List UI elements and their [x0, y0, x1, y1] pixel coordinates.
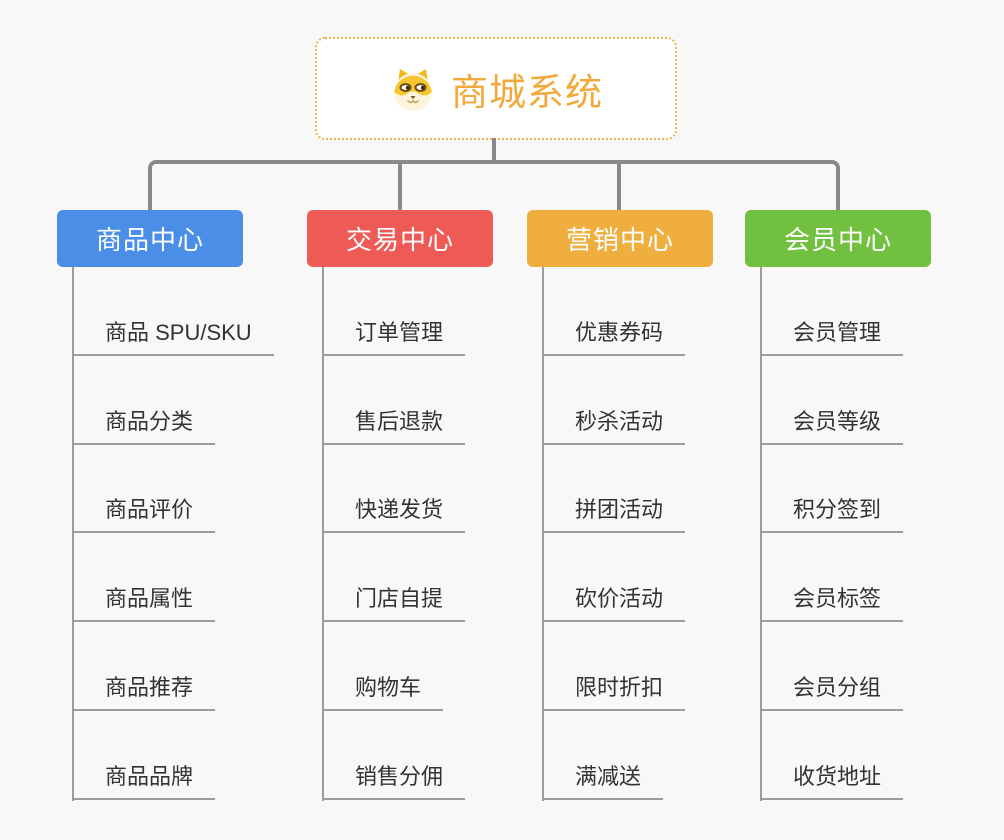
root-node-title: 商城系统 [451, 71, 603, 113]
leaf-node-coupon-code[interactable]: 优惠券码 [542, 320, 686, 356]
leaf-node-member-management[interactable]: 会员管理 [760, 320, 904, 356]
branch-node-member-center[interactable]: 会员中心 [745, 210, 931, 267]
root-node-mall-system[interactable]: 商城系统 [315, 37, 677, 140]
leaf-node-product-review[interactable]: 商品评价 [72, 497, 216, 533]
leaf-node-member-tag[interactable]: 会员标签 [760, 586, 904, 622]
leaf-node-group-buy[interactable]: 拼团活动 [542, 497, 686, 533]
leaf-node-limited-discount[interactable]: 限时折扣 [542, 675, 686, 711]
leaf-node-product-recommend[interactable]: 商品推荐 [72, 675, 216, 711]
leaf-node-product-attribute[interactable]: 商品属性 [72, 586, 216, 622]
leaf-node-sales-commission[interactable]: 销售分佣 [322, 764, 466, 800]
connector-root-drop [492, 138, 496, 164]
connector-elbow-left [148, 160, 494, 210]
connector-drop-market [617, 164, 621, 210]
leaf-node-product-spu-sku[interactable]: 商品 SPU/SKU [72, 320, 274, 356]
leaf-node-order-management[interactable]: 订单管理 [322, 320, 466, 356]
branch-spine [760, 267, 762, 801]
leaf-node-store-pickup[interactable]: 门店自提 [322, 586, 466, 622]
branch-spine [542, 267, 544, 801]
branch-node-trade-center[interactable]: 交易中心 [307, 210, 493, 267]
leaf-node-product-category[interactable]: 商品分类 [72, 409, 216, 445]
connector-elbow-right [494, 160, 840, 210]
connector-drop-trade [398, 164, 402, 210]
branch-spine [322, 267, 324, 801]
leaf-node-express-delivery[interactable]: 快递发货 [322, 497, 466, 533]
branch-node-product-center[interactable]: 商品中心 [57, 210, 243, 267]
leaf-node-points-checkin[interactable]: 积分签到 [760, 497, 904, 533]
leaf-node-member-group[interactable]: 会员分组 [760, 675, 904, 711]
leaf-node-shopping-cart[interactable]: 购物车 [322, 675, 444, 711]
leaf-node-full-reduction[interactable]: 满减送 [542, 764, 664, 800]
leaf-node-aftersale-refund[interactable]: 售后退款 [322, 409, 466, 445]
leaf-node-flash-sale[interactable]: 秒杀活动 [542, 409, 686, 445]
leaf-node-shipping-address[interactable]: 收货地址 [760, 764, 904, 800]
shiba-dog-icon [394, 68, 432, 111]
leaf-node-bargain-activity[interactable]: 砍价活动 [542, 586, 686, 622]
branch-spine [72, 267, 74, 801]
branch-node-marketing-center[interactable]: 营销中心 [527, 210, 713, 267]
leaf-node-product-brand[interactable]: 商品品牌 [72, 764, 216, 800]
leaf-node-member-level[interactable]: 会员等级 [760, 409, 904, 445]
